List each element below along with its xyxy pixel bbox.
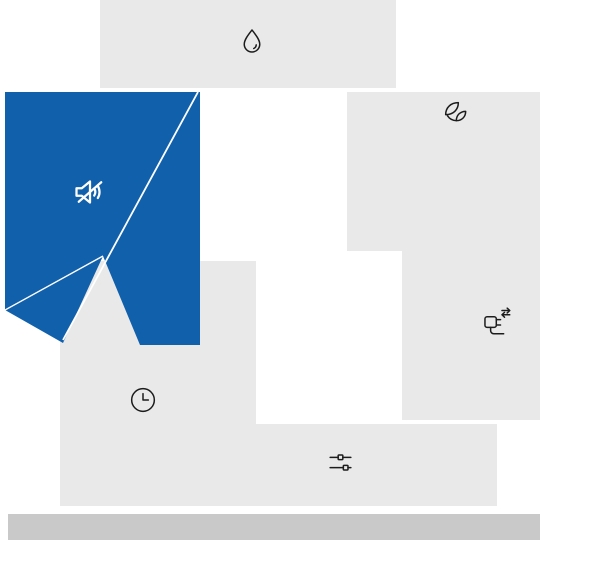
- tile-water[interactable]: [100, 0, 396, 88]
- sliders-icon: [325, 447, 356, 478]
- ribbon-shape: [5, 92, 200, 345]
- speaker-mute-icon: [75, 180, 103, 204]
- mute-ribbon[interactable]: [5, 92, 200, 345]
- plug-swap-icon: [480, 304, 514, 338]
- water-drop-icon: [237, 26, 267, 56]
- tile-eco[interactable]: [347, 92, 540, 251]
- tile-options[interactable]: [200, 424, 497, 506]
- clock-icon: [127, 384, 159, 416]
- bottom-bar: [8, 514, 540, 540]
- leaf-icon: [439, 96, 471, 128]
- tile-power[interactable]: [402, 251, 540, 420]
